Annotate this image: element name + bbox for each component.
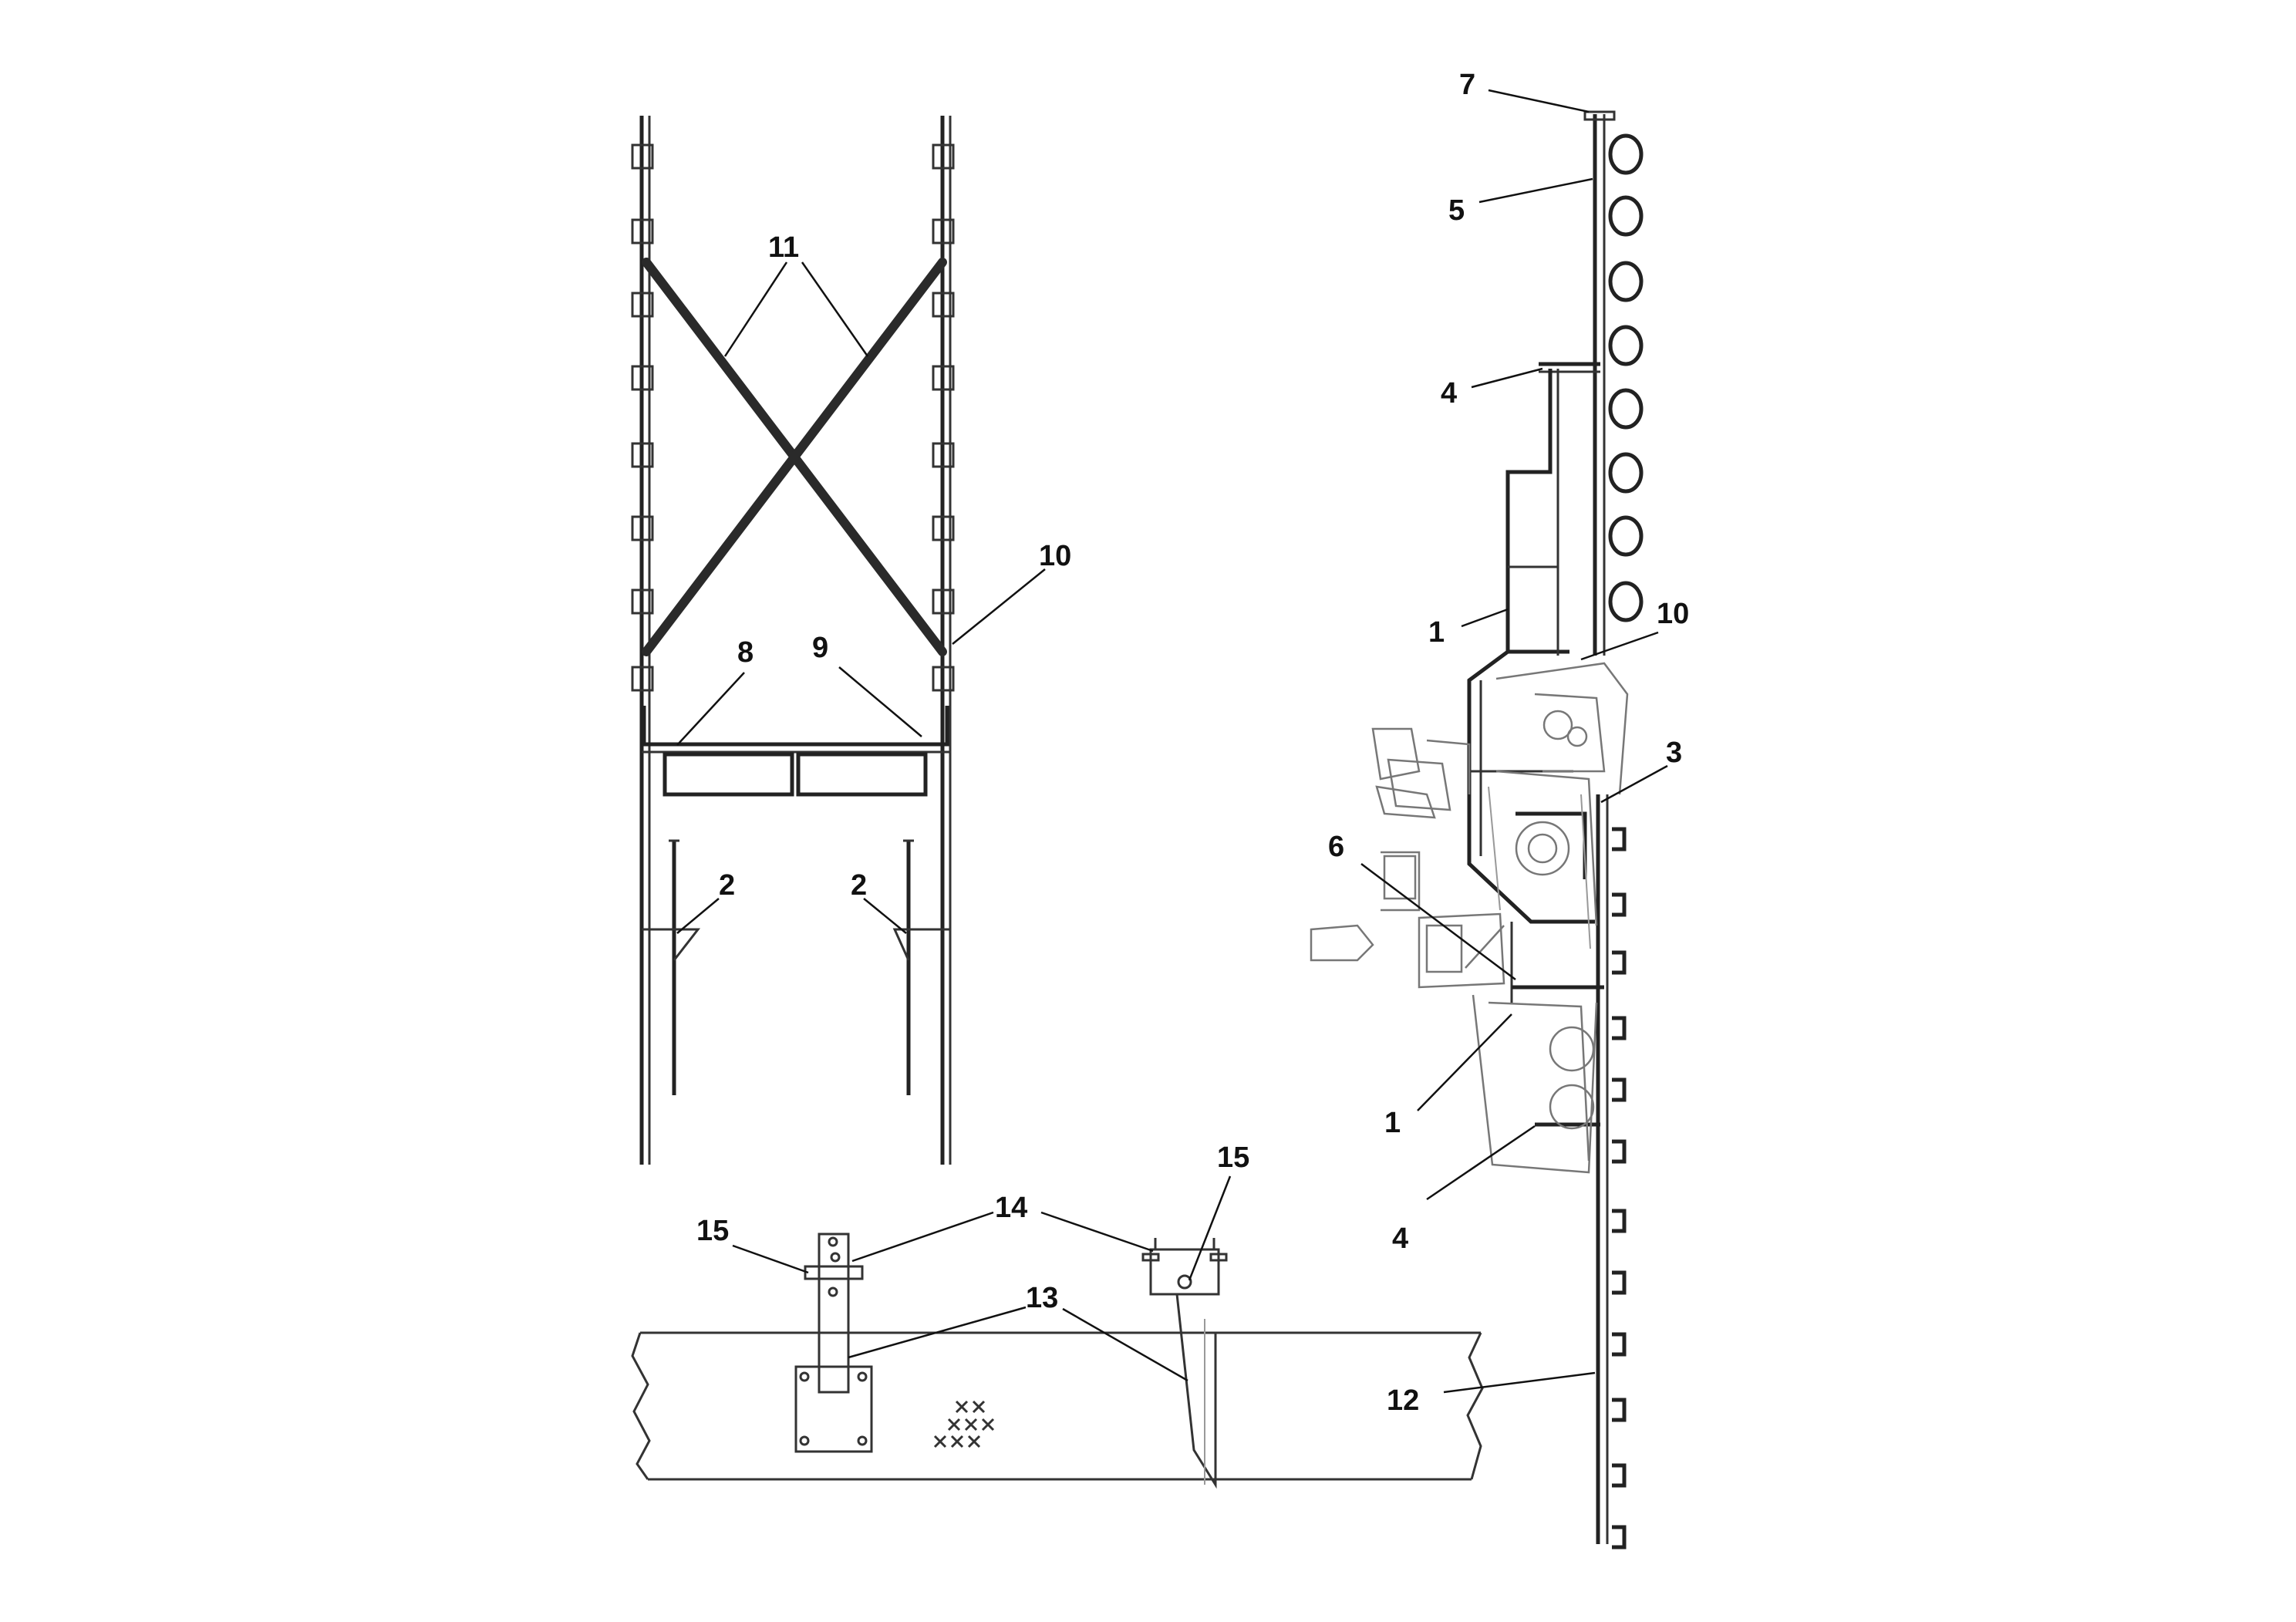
callout-1-bottom: 1 <box>1384 1107 1401 1139</box>
top-view-frame <box>631 116 955 1165</box>
callout-5: 5 <box>1448 194 1465 227</box>
callout-3: 3 <box>1666 737 1682 769</box>
cross-brace <box>642 258 947 656</box>
callout-7: 7 <box>1459 69 1475 101</box>
callout-2-left: 2 <box>719 869 735 902</box>
detail-views <box>631 1233 1484 1489</box>
lower-lamp-units <box>1612 827 1627 1549</box>
callout-15-right: 15 <box>1217 1141 1249 1174</box>
callout-15-left: 15 <box>696 1215 729 1247</box>
callout-4-top: 4 <box>1441 377 1457 410</box>
machine-body <box>1310 662 1629 1174</box>
callouts: 7 5 4 1 10 3 6 1 4 12 11 10 8 9 2 2 15 1… <box>696 69 1689 1417</box>
callout-4-bottom: 4 <box>1392 1222 1408 1255</box>
callout-10-right: 10 <box>1657 598 1689 630</box>
callout-10-left: 10 <box>1039 540 1071 572</box>
callout-12: 12 <box>1387 1384 1419 1417</box>
callout-8: 8 <box>737 636 754 669</box>
lamp-units <box>1608 133 1644 622</box>
callout-6: 6 <box>1328 831 1344 863</box>
cross-member-brackets <box>642 706 950 797</box>
callout-14: 14 <box>995 1192 1027 1224</box>
callout-1-top: 1 <box>1428 616 1445 649</box>
callout-2-right: 2 <box>851 869 867 902</box>
side-view-machine <box>1310 110 1644 1549</box>
rail-clamps-right <box>932 143 955 692</box>
rail-clamps-left <box>631 143 654 692</box>
support-legs <box>642 839 950 1095</box>
fastener-marks <box>933 1400 995 1448</box>
callout-9: 9 <box>812 632 828 664</box>
callout-11: 11 <box>768 231 799 264</box>
leader-lines <box>676 89 1668 1394</box>
callout-13: 13 <box>1026 1282 1058 1314</box>
